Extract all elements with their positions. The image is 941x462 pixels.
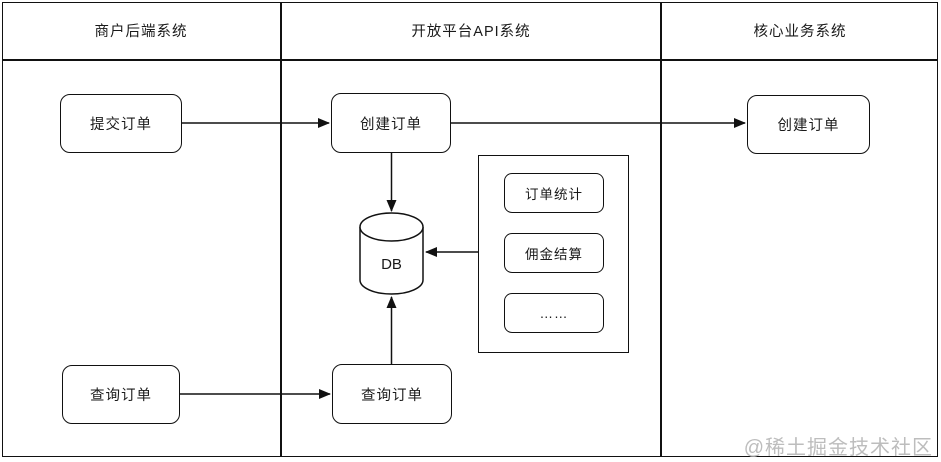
watermark: @稀土掘金技术社区 [743, 437, 933, 459]
lane-divider-1 [280, 2, 282, 457]
lane-header-merchant-backend: 商户后端系统 [94, 24, 188, 40]
node-query-order-api: 查询订单 [332, 364, 452, 424]
db-label: DB [381, 255, 402, 273]
lane-header-core-business: 核心业务系统 [753, 24, 847, 40]
lane-header-open-platform-api: 开放平台API系统 [411, 24, 531, 40]
diagram-outer-border [2, 2, 938, 457]
node-submit-order: 提交订单 [60, 94, 182, 153]
node-create-order-api: 创建订单 [331, 93, 451, 153]
node-query-order-merchant: 查询订单 [62, 365, 180, 424]
lane-divider-2 [660, 2, 662, 457]
lane-header-divider [2, 59, 938, 61]
node-order-stats: 订单统计 [504, 173, 604, 213]
node-create-order-core: 创建订单 [747, 95, 870, 154]
node-ellipsis: …… [504, 293, 604, 333]
node-commission-settle: 佣金结算 [504, 233, 604, 273]
